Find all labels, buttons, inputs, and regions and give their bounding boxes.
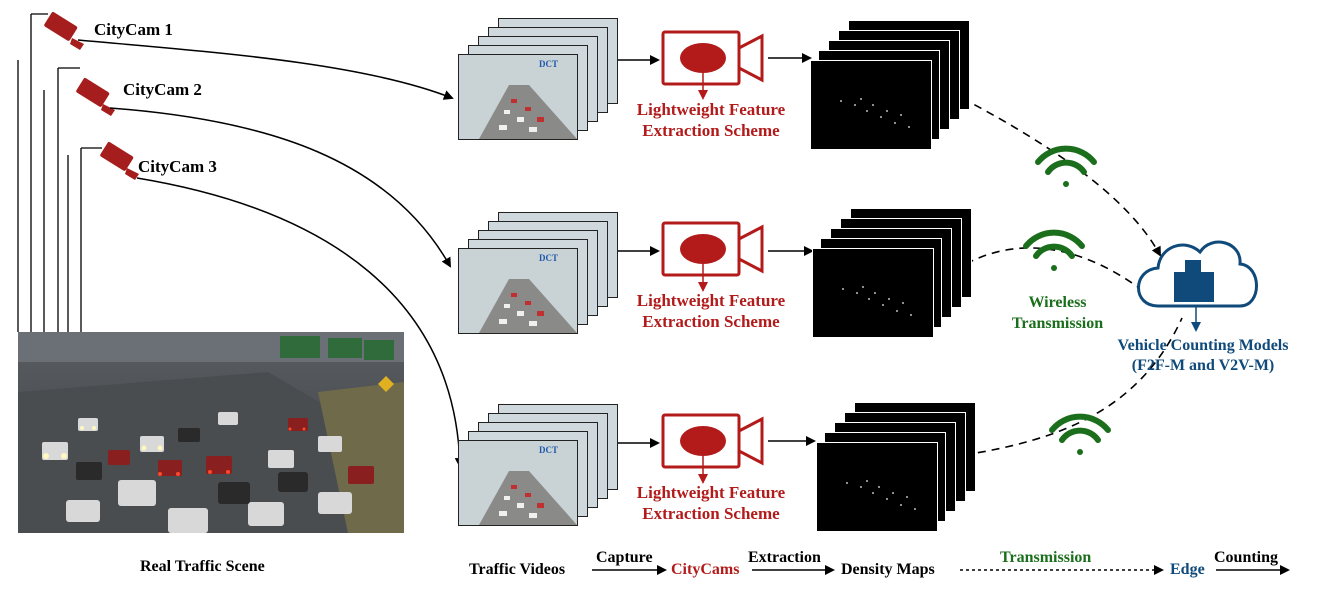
pipeline-density-maps: Density Maps: [841, 561, 935, 578]
camera-poles: [17, 13, 102, 332]
transmission-line-1: [961, 97, 1161, 257]
camera-icon-1: [44, 12, 84, 50]
pipeline-counting: Counting: [1214, 549, 1279, 566]
pipeline-edge: Edge: [1170, 561, 1205, 578]
density-map-stack-2: [812, 208, 972, 338]
camera-label-1: CityCam 1: [94, 20, 173, 39]
pipeline-capture: Capture: [596, 549, 653, 566]
cam3-to-videos-arrow: [136, 177, 465, 468]
scene-label: Real Traffic Scene: [140, 558, 265, 575]
wifi-icon-1: [1035, 145, 1097, 187]
camera-icon-3: [100, 142, 139, 180]
pipeline-citycams: CityCams: [671, 561, 740, 578]
camera-icon-2: [76, 78, 115, 116]
cam1-to-videos-arrow: [77, 39, 454, 100]
server-icon: [1174, 260, 1214, 302]
camera-label-3: CityCam 3: [138, 157, 217, 176]
camera-label-2: CityCam 2: [123, 80, 202, 99]
pipeline-transmission: Transmission: [1000, 549, 1092, 566]
video-stack-2: DCT: [456, 212, 618, 340]
traffic-scene-image: [18, 332, 404, 533]
wifi-icon-3: [1049, 413, 1111, 455]
cam2-to-videos-arrow: [109, 107, 451, 268]
video-stack-1: DCT: [456, 18, 618, 146]
extraction-camera-3: [661, 413, 764, 469]
wifi-icon-2: [1023, 229, 1085, 271]
video-overlay-sign: DCT: [539, 59, 558, 69]
density-map-stack-3: [816, 402, 976, 532]
extraction-camera-1: [661, 30, 764, 86]
vehicle-counting-models-label: Vehicle Counting Models(F2F-M and V2V-M): [1117, 337, 1289, 374]
video-overlay-sign: DCT: [539, 253, 558, 263]
video-overlay-sign: DCT: [539, 445, 558, 455]
extraction-camera-2: [661, 221, 764, 277]
density-map-stack-1: [810, 20, 970, 150]
pipeline-traffic-videos: Traffic Videos: [469, 561, 566, 578]
video-stack-3: DCT: [456, 404, 618, 532]
pipeline-extraction: Extraction: [748, 549, 821, 566]
